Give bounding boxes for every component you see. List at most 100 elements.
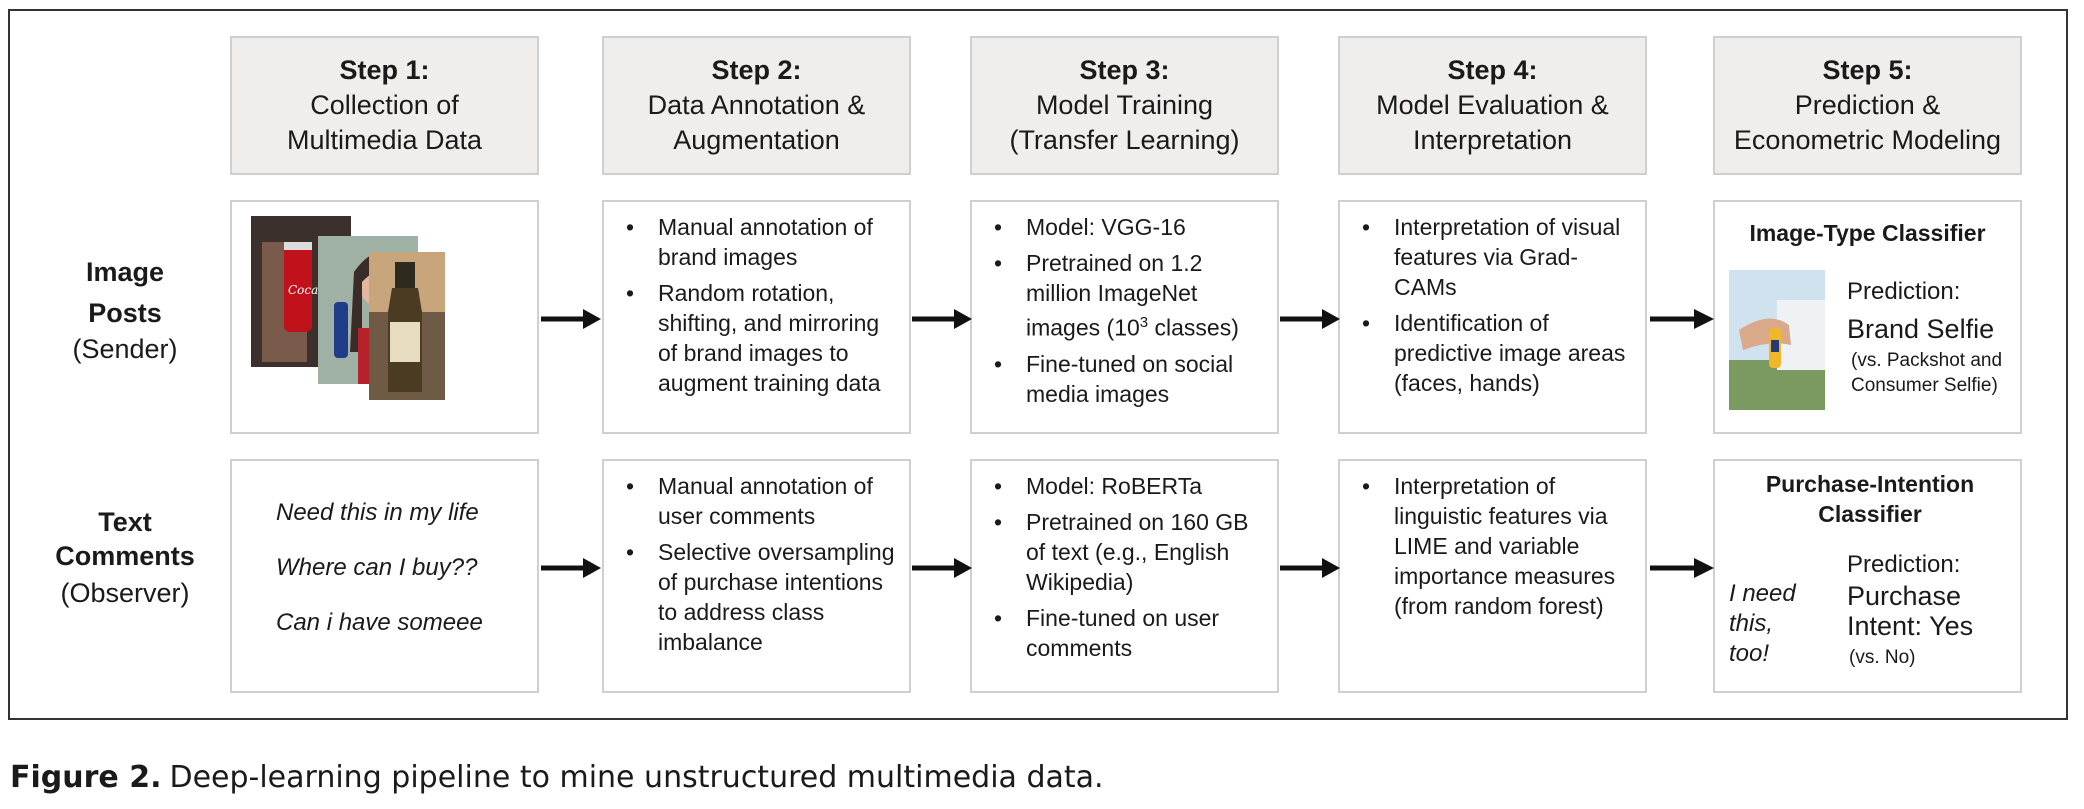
step-5-number: Step 5: <box>1822 55 1913 85</box>
arrow-image-3-4 <box>1280 309 1340 329</box>
text-step-2-bullet-2-text: Selective oversampling of purchase inten… <box>658 539 895 655</box>
image-classifier-title: Image-Type Classifier <box>1749 220 1986 246</box>
step-1-title-line1: Collection of <box>310 90 459 120</box>
step-1-header: Step 1: Collection of Multimedia Data <box>230 36 539 175</box>
row-label-text-comments: Text Comments (Observer) <box>40 505 210 613</box>
bullet-dot: • <box>626 214 635 240</box>
image-step-3-bullet-2-tail: classes) <box>1148 314 1239 341</box>
bullet-dot: • <box>994 509 1003 535</box>
text-step-3-box: • Model: RoBERTa • Pretrained on 160 GB of… <box>970 459 1279 693</box>
figure-caption-text: Deep-learning pipeline to mine unstructu… <box>169 760 1104 795</box>
step-4-title-line1: Model Evaluation & <box>1376 90 1609 120</box>
image-step-2-bullet-2-text: Random rotation, shifting, and mirroring… <box>658 280 881 396</box>
image-step-3-bullet-3: • Fine-tuned on social media images <box>994 349 1267 409</box>
step-2-header: Step 2: Data Annotation & Augmentation <box>602 36 911 175</box>
text-prediction-value: Purchase Intent: Yes <box>1847 581 1974 641</box>
image-step-3-bullet-1-text: Model: VGG-16 <box>1026 214 1186 240</box>
step-4-header: Step 4: Model Evaluation & Interpretatio… <box>1338 36 1647 175</box>
bullet-dot: • <box>626 539 635 565</box>
arrow-image-4-5 <box>1650 309 1714 329</box>
figure-caption: Figure 2.Deep-learning pipeline to mine … <box>10 760 1104 795</box>
image-step-4-bullet-2: • Identification of predictive image area… <box>1362 308 1635 398</box>
step-3-header: Step 3: Model Training (Transfer Learnin… <box>970 36 1279 175</box>
step-1-number: Step 1: <box>339 55 430 85</box>
row-label-text-sub: (Observer) <box>60 578 190 608</box>
brand-photo-collage: Coca <box>251 216 445 400</box>
image-step-3-superscript: 3 <box>1139 314 1149 331</box>
step-5-title-line2: Econometric Modeling <box>1733 125 2002 155</box>
text-step-3-bullet-2-text: Pretrained on 160 GB of text (e.g., Engl… <box>1026 509 1249 595</box>
text-step-2-bullet-2: • Selective oversampling of purchase inte… <box>626 537 899 657</box>
photo-beer-bottle <box>369 252 445 400</box>
step-2-title-line1: Data Annotation & <box>647 90 866 120</box>
text-classifier-title: Purchase-Intention Classifier <box>1765 471 1975 527</box>
bullet-dot: • <box>1362 473 1371 499</box>
step-4-number: Step 4: <box>1447 55 1538 85</box>
bullet-dot: • <box>994 214 1003 240</box>
step-5-title-line1: Prediction & <box>1794 90 1941 120</box>
arrow-text-3-4 <box>1280 558 1340 578</box>
example-comment-3: Can i have someee <box>276 609 483 636</box>
bullet-dot: • <box>626 280 635 306</box>
text-step-3-bullet-3-text: Fine-tuned on user comments <box>1026 605 1220 661</box>
image-step-3-bullet-2-text: Pretrained on 1.2 million ImageNet image… <box>1026 250 1203 341</box>
image-step-2-bullet-1-text: Manual annotation of brand images <box>658 214 873 270</box>
image-step-2-box: • Manual annotation of brand images • Rand… <box>602 200 911 434</box>
text-step-4-box: • Interpretation of linguistic features v… <box>1338 459 1647 693</box>
bullet-dot: • <box>994 350 1003 377</box>
image-step-4-bullet-1-text: Interpretation of visual features via Gr… <box>1394 214 1621 300</box>
image-prediction-value: Brand Selfie <box>1847 314 1995 344</box>
text-step-4-bullet-1: • Interpretation of linguistic features v… <box>1362 471 1635 621</box>
row-label-image-sub: (Sender) <box>72 334 178 364</box>
image-step-4-bullet-2-text: Identification of predictive image areas… <box>1394 310 1626 396</box>
image-step-4-box: • Interpretation of visual features via G… <box>1338 200 1647 434</box>
image-type-classifier-box: Image-Type Classifier Prediction: Brand … <box>1713 200 2022 434</box>
row-label-text-line2: Comments <box>55 541 195 571</box>
text-classifier-example: I need this, too! <box>1729 580 1796 667</box>
text-step-3-bullet-1-text: Model: RoBERTa <box>1026 473 1202 499</box>
step-2-title-line2: Augmentation <box>673 125 840 155</box>
image-step-3-bullet-1: • Model: VGG-16 <box>994 212 1267 242</box>
text-prediction-label: Prediction: <box>1847 551 1961 578</box>
text-step-3-bullet-3: • Fine-tuned on user comments <box>994 603 1267 663</box>
row-label-image-line2: Posts <box>88 298 162 328</box>
pipeline-frame <box>8 9 2068 720</box>
step-3-number: Step 3: <box>1079 55 1170 85</box>
arrow-text-4-5 <box>1650 558 1714 578</box>
text-step-4-bullet-1-text: Interpretation of linguistic features vi… <box>1394 473 1616 619</box>
image-step-3-box: •Model: VGG-16 •Pretrained on 1.2 millio… <box>970 200 1279 434</box>
example-comment-1: Need this in my life <box>276 499 479 526</box>
step-2-number: Step 2: <box>711 55 802 85</box>
brand-selfie-photo <box>1729 270 1825 410</box>
row-label-image-line1: Image <box>85 257 165 287</box>
example-comments: Need this in my life Where can I buy?? C… <box>276 499 483 664</box>
step-5-header: Step 5: Prediction & Econometric Modelin… <box>1713 36 2022 175</box>
image-step-4-bullet-1: •Interpretation of visual features via G… <box>1362 212 1635 302</box>
bullet-dot: • <box>994 605 1003 631</box>
arrow-image-2-3 <box>912 309 972 329</box>
bullet-dot: • <box>994 473 1003 499</box>
row-label-text-line1: Text <box>98 507 152 537</box>
text-step-3-bullet-1: • Model: RoBERTa <box>994 471 1267 501</box>
bullet-dot: • <box>1362 310 1371 336</box>
text-comments-examples-box: Need this in my life Where can I buy?? C… <box>230 459 539 693</box>
figure-caption-label: Figure 2. <box>10 760 162 795</box>
arrow-text-2-3 <box>912 558 972 578</box>
image-prediction-alternatives: (vs. Packshot and Consumer Selfie) <box>1851 350 2003 396</box>
image-step-2-bullet-1: • Manual annotation of brand images <box>626 212 899 272</box>
step-3-title-line1: Model Training <box>1035 90 1214 120</box>
purchase-intention-classifier-box: Purchase-Intention Classifier I need thi… <box>1713 459 2022 693</box>
image-step-2-bullet-2: • Random rotation, shifting, and mirrorin… <box>626 278 899 398</box>
step-4-title-line2: Interpretation <box>1412 125 1573 155</box>
text-prediction-alternatives: (vs. No) <box>1849 647 1916 668</box>
image-step-3-bullet-2: •Pretrained on 1.2 million ImageNet imag… <box>994 248 1267 343</box>
arrow-image-1-2 <box>541 309 601 329</box>
row-label-image-posts: Image Posts (Sender) <box>40 252 210 364</box>
step-1-title-line2: Multimedia Data <box>286 125 483 155</box>
bullet-dot: • <box>626 473 635 499</box>
image-step-3-bullet-3-text: Fine-tuned on social media images <box>1026 350 1234 407</box>
example-comment-2: Where can I buy?? <box>276 554 478 581</box>
text-step-2-box: •Manual annotation of user comments • Sel… <box>602 459 911 693</box>
arrow-text-1-2 <box>541 558 601 578</box>
text-step-2-bullet-1: •Manual annotation of user comments <box>626 471 899 531</box>
